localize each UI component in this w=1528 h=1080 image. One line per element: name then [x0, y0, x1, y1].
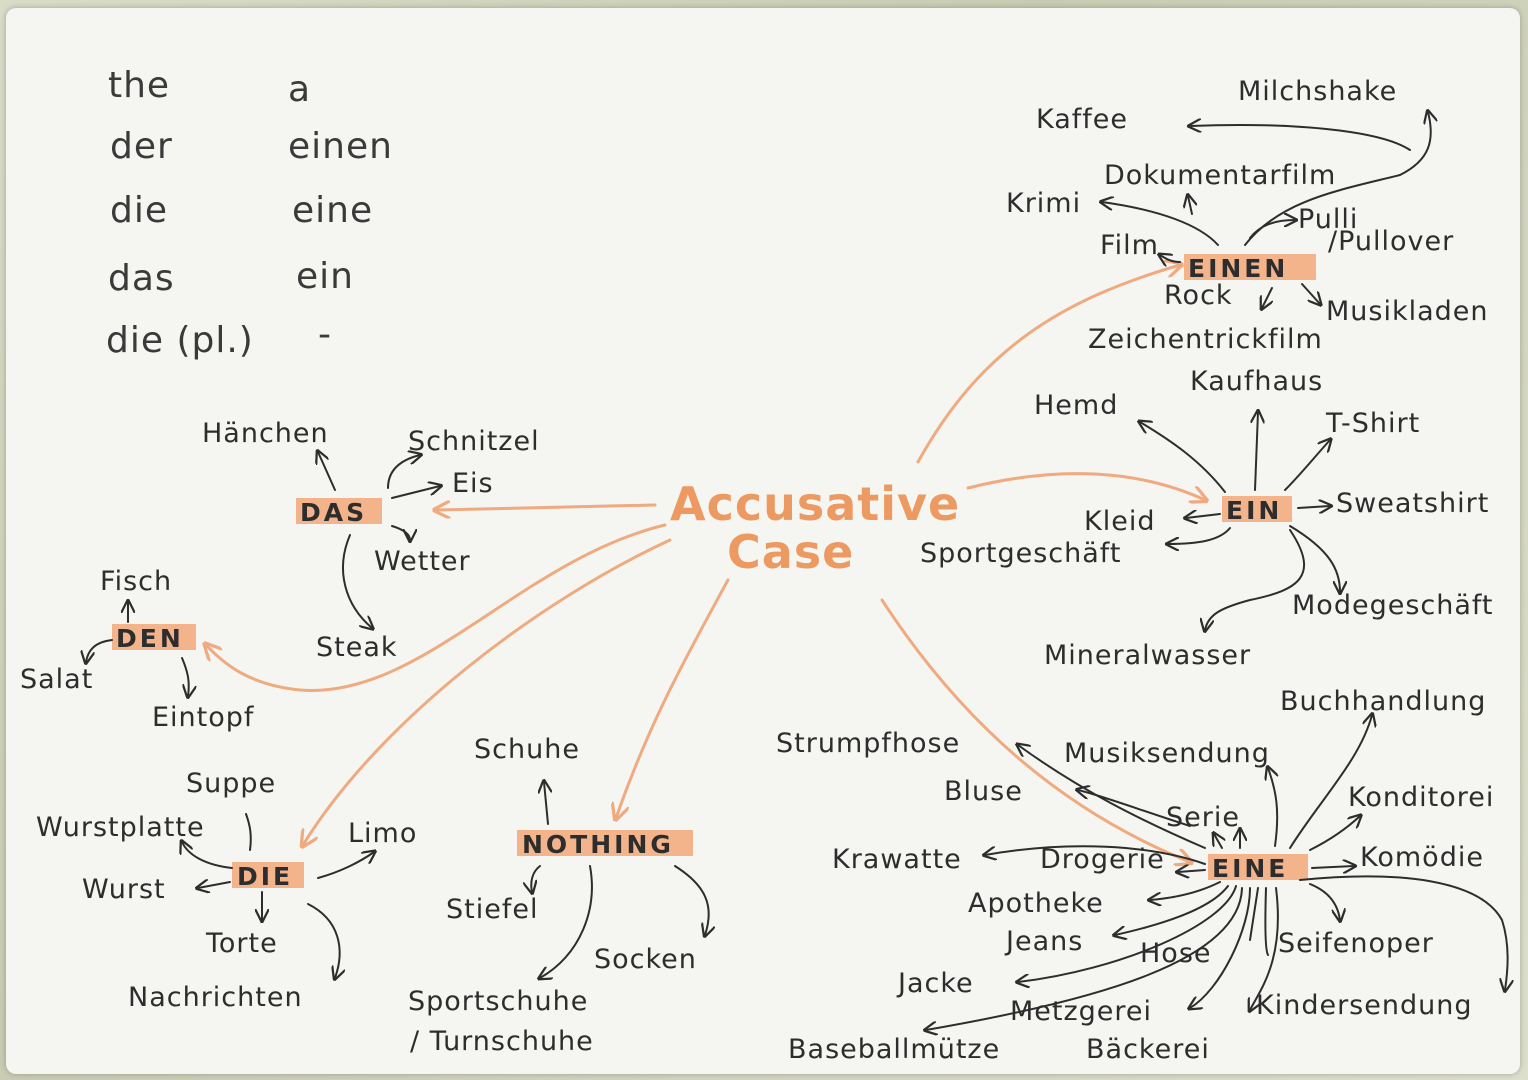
table-indefinite-4: - [318, 314, 332, 355]
central-topic: Accusative Case [670, 477, 960, 579]
word-musiksendung: Musiksendung [1064, 738, 1270, 769]
eine-label: EINE [1212, 854, 1288, 883]
eine-cluster: EINE Buchhandlung Strumpfhose Musiksendu… [776, 686, 1508, 1065]
word-buchhandlung: Buchhandlung [1280, 686, 1486, 717]
word-hemd: Hemd [1034, 390, 1118, 421]
arrow-to-ein [966, 472, 1205, 500]
word-strumpfhose: Strumpfhose [776, 728, 960, 759]
word-jacke: Jacke [896, 968, 974, 999]
die-highlight [232, 862, 304, 888]
word-wurst: Wurst [82, 874, 166, 905]
word-bluse: Bluse [944, 776, 1023, 807]
word-apotheke: Apotheke [968, 888, 1104, 919]
das-cluster: DAS Hänchen Schnitzel Eis Wetter Steak [202, 418, 540, 663]
word-kaufhaus: Kaufhaus [1190, 366, 1323, 397]
word-nachrichten: Nachrichten [128, 982, 303, 1013]
word-baseballmuetze: Baseballmütze [788, 1034, 1000, 1065]
word-eis: Eis [452, 468, 494, 499]
word-jeans: Jeans [1004, 926, 1083, 957]
word-turnschuhe: / Turnschuhe [410, 1026, 594, 1057]
einen-label: EINEN [1188, 254, 1288, 283]
word-mineralwasser: Mineralwasser [1044, 640, 1251, 671]
arrow-to-nothing [616, 578, 730, 818]
arrow-to-das [436, 505, 657, 510]
article-table: the a der einen die eine das ein die (pl… [106, 65, 393, 361]
word-kaffee: Kaffee [1036, 104, 1128, 135]
ein-cluster: EIN Hemd Kaufhaus T-Shirt Kleid Sweatshi… [920, 366, 1494, 671]
table-definite-3: das [108, 258, 175, 299]
das-label: DAS [300, 498, 367, 527]
das-highlight [296, 498, 382, 524]
nothing-cluster: NOTHING Schuhe Stiefel Socken Sportschuh… [408, 734, 709, 1057]
word-zeichentrickfilm: Zeichentrickfilm [1088, 324, 1323, 355]
die-label: DIE [237, 862, 293, 891]
word-limo: Limo [348, 818, 417, 849]
arrow-to-den [206, 523, 667, 692]
table-definite-2: die [110, 190, 168, 231]
word-fisch: Fisch [100, 566, 172, 597]
word-baeckerei: Bäckerei [1086, 1034, 1210, 1065]
word-suppe: Suppe [186, 768, 276, 799]
den-cluster: DEN Fisch Salat Eintopf [20, 566, 255, 733]
word-socken: Socken [594, 944, 697, 975]
ein-highlight [1222, 496, 1292, 522]
word-hose: Hose [1140, 938, 1212, 969]
word-torte: Torte [205, 928, 278, 959]
word-komoedie: Komödie [1360, 842, 1484, 873]
word-haenchen: Hänchen [202, 418, 329, 449]
word-wetter: Wetter [374, 546, 471, 577]
table-indefinite-0: a [288, 69, 311, 110]
word-salat: Salat [20, 664, 93, 695]
word-metzgerei: Metzgerei [1010, 996, 1152, 1027]
word-wurstplatte: Wurstplatte [36, 812, 205, 843]
table-definite-4: die (pl.) [106, 320, 254, 361]
die-cluster: DIE Suppe Wurstplatte Limo Wurst Torte N… [36, 768, 417, 1013]
arrow-to-die [303, 538, 672, 845]
word-pulli: Pulli [1298, 204, 1358, 235]
word-serie: Serie [1166, 802, 1240, 833]
word-rock: Rock [1164, 280, 1233, 311]
nothing-highlight [517, 830, 693, 856]
nothing-label: NOTHING [522, 830, 674, 859]
einen-cluster: EINEN Kaffee Milchshake Dokumentarfilm K… [1006, 76, 1489, 355]
word-kindersendung: Kindersendung [1256, 990, 1472, 1021]
word-tshirt: T-Shirt [1325, 408, 1420, 439]
title-line-2: Case [727, 525, 854, 579]
word-krawatte: Krawatte [832, 844, 962, 875]
orange-connectors [206, 265, 1205, 862]
word-krimi: Krimi [1006, 188, 1081, 219]
table-indefinite-1: einen [288, 126, 393, 167]
table-definite-0: the [108, 65, 170, 106]
word-dokumentarfilm: Dokumentarfilm [1104, 160, 1336, 191]
word-stiefel: Stiefel [446, 894, 538, 925]
ein-label: EIN [1226, 496, 1282, 525]
word-kleid: Kleid [1084, 506, 1155, 537]
word-sportgeschaeft: Sportgeschäft [920, 538, 1121, 569]
word-sweatshirt: Sweatshirt [1336, 488, 1489, 519]
word-schuhe: Schuhe [474, 734, 580, 765]
einen-highlight [1184, 254, 1316, 280]
arrow-to-einen [916, 265, 1180, 464]
word-milchshake: Milchshake [1238, 76, 1397, 107]
word-pullover: /Pullover [1328, 226, 1454, 257]
word-schnitzel: Schnitzel [408, 426, 540, 457]
word-konditorei: Konditorei [1348, 782, 1494, 813]
word-drogerie: Drogerie [1040, 844, 1165, 875]
word-film: Film [1100, 230, 1159, 261]
eine-highlight [1208, 854, 1308, 880]
word-modegeschaeft: Modegeschäft [1292, 590, 1494, 621]
table-definite-1: der [110, 126, 173, 167]
den-highlight [112, 624, 196, 650]
word-steak: Steak [316, 632, 398, 663]
title-line-1: Accusative [670, 477, 960, 531]
paper-sheet [6, 8, 1520, 1074]
table-indefinite-3: ein [296, 256, 354, 297]
word-musikladen: Musikladen [1326, 296, 1489, 327]
word-eintopf: Eintopf [152, 702, 255, 733]
word-seifenoper: Seifenoper [1278, 928, 1434, 959]
den-label: DEN [116, 624, 184, 653]
table-indefinite-2: eine [292, 190, 373, 231]
word-sportschuhe: Sportschuhe [408, 986, 588, 1017]
